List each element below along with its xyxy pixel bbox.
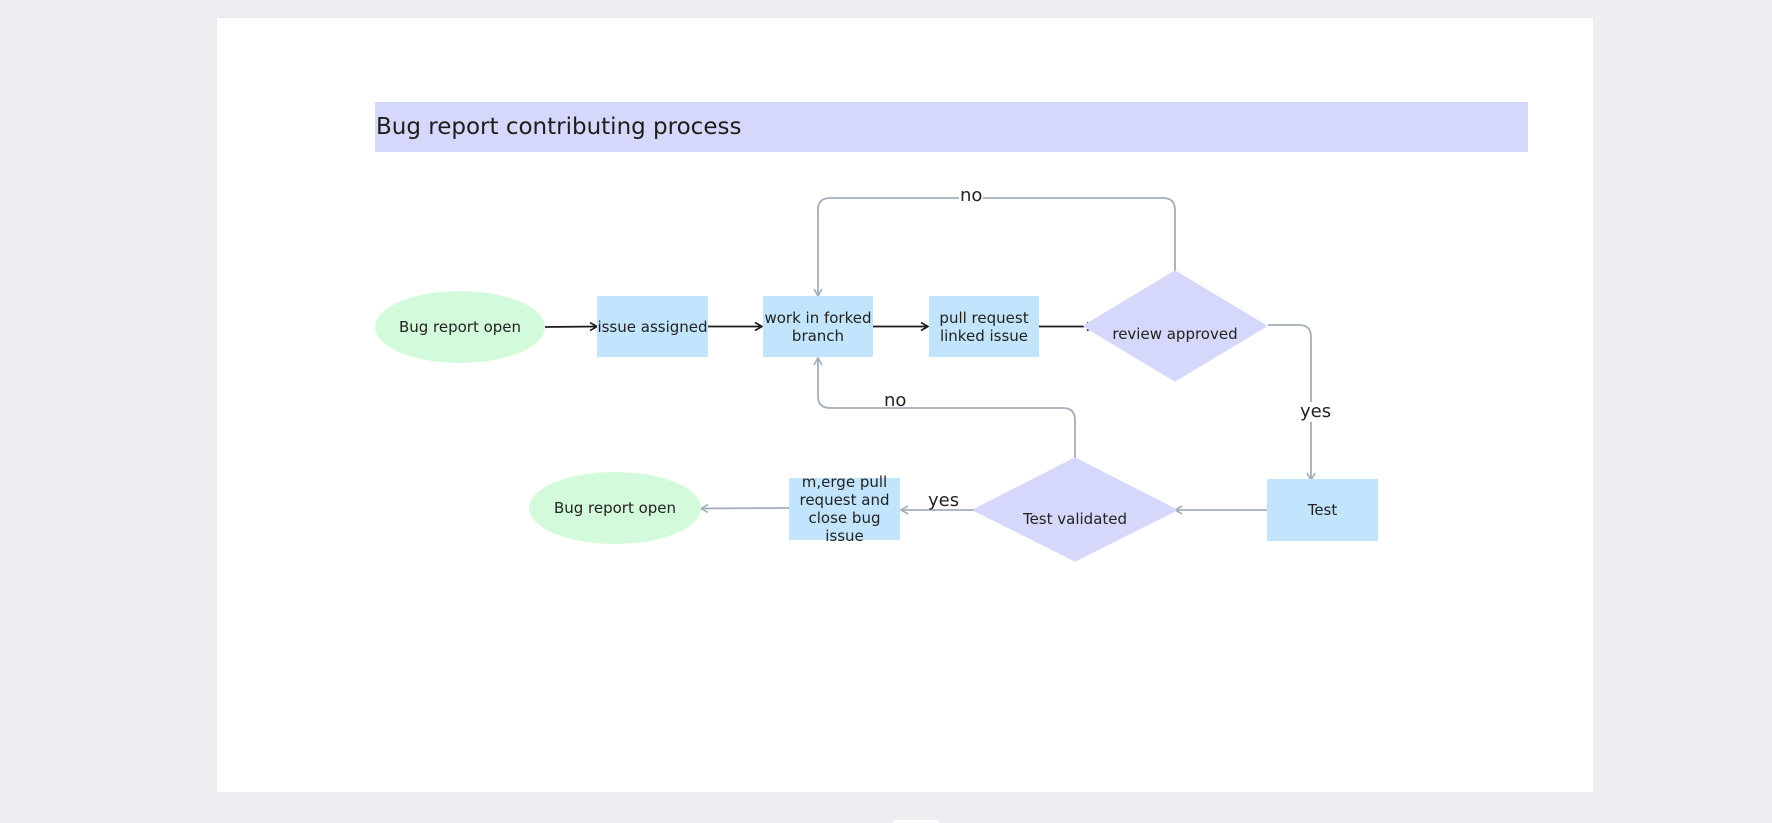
node-merge-box[interactable] (789, 478, 900, 540)
edge-start-to-issue[interactable] (544, 321, 599, 332)
node-start-ellipse[interactable] (375, 291, 545, 363)
node-pull-request-box[interactable] (929, 296, 1039, 357)
edge-review-no[interactable] (813, 197, 1176, 298)
bottom-scroll-tab[interactable] (893, 820, 939, 823)
title-banner[interactable]: Bug report contributing process (375, 102, 1528, 152)
node-review-approved-diamond[interactable] (1083, 270, 1267, 382)
diagram-title: Bug report contributing process (376, 114, 742, 140)
node-issue-assigned-box[interactable] (597, 296, 708, 357)
node-end-ellipse[interactable] (529, 472, 701, 544)
edge-test-no[interactable] (813, 356, 1076, 458)
edge-review-yes[interactable] (1268, 324, 1316, 482)
edge-test-no-label: no (884, 390, 907, 411)
node-work-forked-box[interactable] (763, 296, 873, 357)
edge-test-yes-label: yes (928, 490, 960, 511)
edge-review-no-label: no (959, 185, 984, 206)
node-test-validated-diamond[interactable] (973, 457, 1177, 562)
edge-review-yes-label: yes (1299, 401, 1333, 422)
node-test-box[interactable] (1267, 479, 1378, 541)
edge-merge-to-end[interactable] (699, 503, 790, 514)
